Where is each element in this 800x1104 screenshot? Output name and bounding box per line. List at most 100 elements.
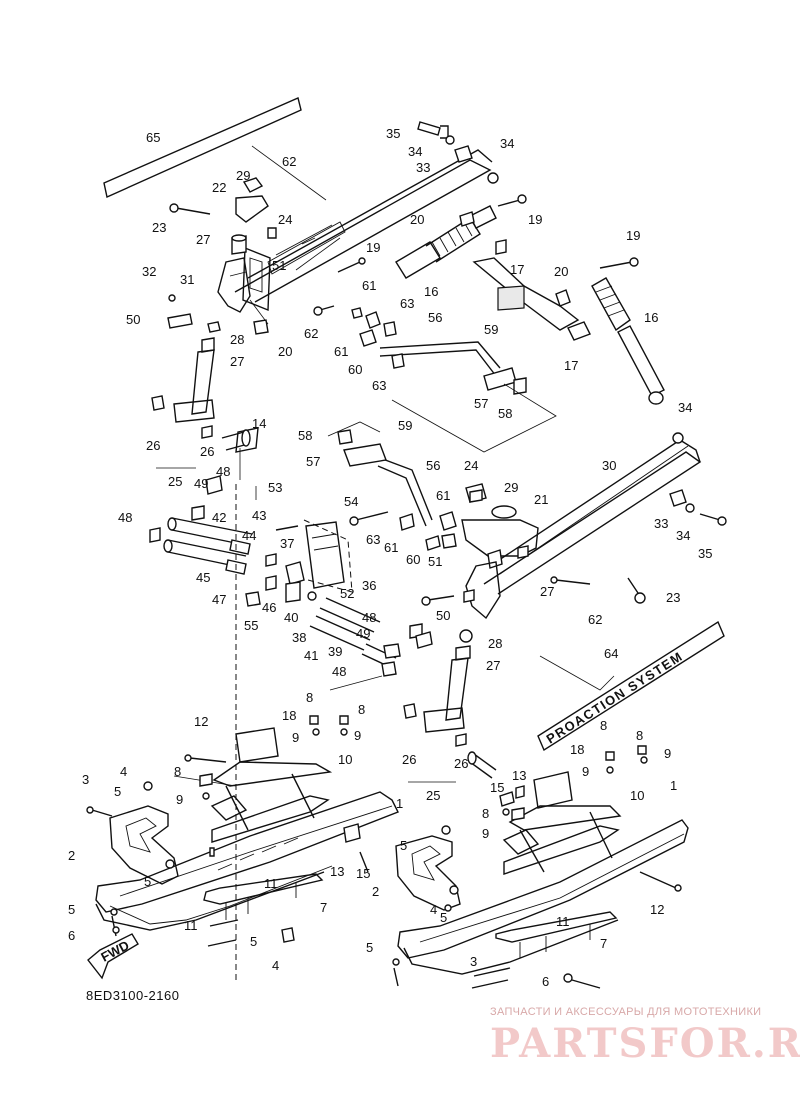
callout: 33 bbox=[654, 516, 668, 531]
callout: 18 bbox=[282, 708, 296, 723]
callout: 23 bbox=[666, 590, 680, 605]
callout: 27 bbox=[486, 658, 500, 673]
callout: 8 bbox=[636, 728, 643, 743]
callout: 8 bbox=[358, 702, 365, 717]
shock-absorber-16-right bbox=[555, 257, 665, 405]
callout: 60 bbox=[348, 362, 362, 377]
spindle-bracket-upper bbox=[167, 177, 277, 335]
callout: 28 bbox=[230, 332, 244, 347]
callout: 11 bbox=[556, 914, 570, 929]
callout: 6 bbox=[542, 974, 549, 989]
callout: 12 bbox=[194, 714, 208, 729]
callout: 20 bbox=[410, 212, 424, 227]
callout: 61 bbox=[334, 344, 348, 359]
callout: 13 bbox=[512, 768, 526, 783]
callout: 5 bbox=[114, 784, 121, 799]
callout: 4 bbox=[430, 902, 437, 917]
callout: 31 bbox=[180, 272, 194, 287]
callout-labels: 65 35 34 33 62 34 29 22 23 24 27 20 19 3… bbox=[68, 126, 712, 989]
callout: 48 bbox=[118, 510, 132, 525]
callout: 33 bbox=[416, 160, 430, 175]
callout: 25 bbox=[168, 474, 182, 489]
callout: 64 bbox=[604, 646, 618, 661]
callout: 15 bbox=[490, 780, 504, 795]
callout: 8 bbox=[600, 718, 607, 733]
decal-64: PROACTION SYSTEM bbox=[537, 620, 725, 752]
callout: 62 bbox=[282, 154, 296, 169]
callout: 63 bbox=[400, 296, 414, 311]
callout: 27 bbox=[230, 354, 244, 369]
callout: 12 bbox=[650, 902, 664, 917]
spindle-shaft-left bbox=[151, 337, 215, 439]
slide-rail-30 bbox=[421, 432, 727, 620]
callout: 57 bbox=[306, 454, 320, 469]
bolt-35-upper bbox=[417, 121, 499, 184]
callout: 63 bbox=[372, 378, 386, 393]
callout: 32 bbox=[142, 264, 156, 279]
callout: 59 bbox=[398, 418, 412, 433]
callout: 41 bbox=[304, 648, 318, 663]
callout: 18 bbox=[570, 742, 584, 757]
callout: 19 bbox=[366, 240, 380, 255]
callout: 3 bbox=[82, 772, 89, 787]
callout: 22 bbox=[212, 180, 226, 195]
callout: 61 bbox=[384, 540, 398, 555]
callout: 29 bbox=[504, 480, 518, 495]
fwd-label: FWD bbox=[98, 938, 131, 965]
callout: 44 bbox=[242, 528, 256, 543]
callout: 25 bbox=[426, 788, 440, 803]
callout: 24 bbox=[278, 212, 292, 227]
callout: 47 bbox=[212, 592, 226, 607]
callout: 11 bbox=[264, 876, 278, 891]
callout: 9 bbox=[664, 746, 671, 761]
callout: 50 bbox=[126, 312, 140, 327]
callout: 37 bbox=[280, 536, 294, 551]
callout: 28 bbox=[488, 636, 502, 651]
callout: 39 bbox=[328, 644, 342, 659]
callout: 17 bbox=[510, 262, 524, 277]
callout: 20 bbox=[278, 344, 292, 359]
callout: 23 bbox=[152, 220, 166, 235]
callout: 48 bbox=[362, 610, 376, 625]
callout: 6 bbox=[68, 928, 75, 943]
callout: 48 bbox=[332, 664, 346, 679]
callout: 3 bbox=[470, 954, 477, 969]
callout: 56 bbox=[426, 458, 440, 473]
callout: 26 bbox=[146, 438, 160, 453]
callout: 56 bbox=[428, 310, 442, 325]
callout: 10 bbox=[338, 752, 352, 767]
callout: 63 bbox=[366, 532, 380, 547]
callout: 2 bbox=[372, 884, 379, 899]
spindle-shaft-right bbox=[403, 629, 473, 747]
callout: 16 bbox=[424, 284, 438, 299]
callout: 4 bbox=[272, 958, 279, 973]
torque-link-56-lower bbox=[337, 429, 483, 551]
ski-right bbox=[392, 745, 689, 989]
callout: 8 bbox=[174, 764, 181, 779]
shock-absorber-16-upper bbox=[395, 194, 527, 279]
callout: 5 bbox=[68, 902, 75, 917]
callout: 30 bbox=[602, 458, 616, 473]
callout: 19 bbox=[528, 212, 542, 227]
callout: 46 bbox=[262, 600, 276, 615]
watermark-brand: PARTSFOR.RU bbox=[490, 1020, 800, 1067]
callout: 7 bbox=[320, 900, 327, 915]
callout: 9 bbox=[582, 764, 589, 779]
callout: 26 bbox=[454, 756, 468, 771]
callout: 10 bbox=[630, 788, 644, 803]
callout: 35 bbox=[386, 126, 400, 141]
callout: 58 bbox=[498, 406, 512, 421]
callout: 42 bbox=[212, 510, 226, 525]
callout: 36 bbox=[362, 578, 376, 593]
callout: 20 bbox=[554, 264, 568, 279]
callout: 9 bbox=[176, 792, 183, 807]
callout: 26 bbox=[402, 752, 416, 767]
callout: 9 bbox=[482, 826, 489, 841]
callout: 57 bbox=[474, 396, 488, 411]
callout: 1 bbox=[396, 796, 403, 811]
callout: 9 bbox=[354, 728, 361, 743]
callout: 59 bbox=[484, 322, 498, 337]
callout: 51 bbox=[272, 258, 286, 273]
callout: 43 bbox=[252, 508, 266, 523]
